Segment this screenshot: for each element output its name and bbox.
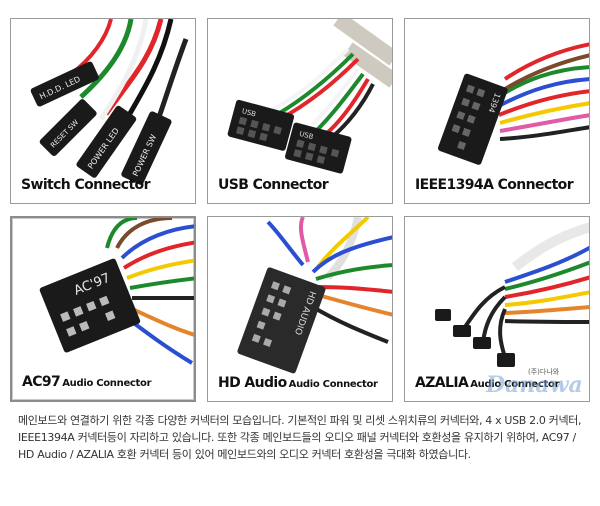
tile-title: AC97 (22, 374, 61, 390)
tile-caption: Switch Connector (21, 174, 150, 193)
tile-title: AZALIA (415, 375, 469, 391)
ac97-connector-photo: AC'97 (39, 218, 194, 365)
usb-connector-photo: USB USB (227, 19, 392, 174)
tile-subtitle: Audio Connector (470, 379, 560, 390)
tile-title: USB Connector (218, 177, 329, 193)
tile-subtitle: Audio Connector (288, 379, 378, 390)
tile-usb-connector: USB USB USB Connector (207, 18, 393, 204)
switch-connector-photo: H.D.D. LED RESET SW POWER LED POWER SW (30, 19, 189, 185)
description-text: 메인보드와 연결하기 위한 각종 다양한 커넥터의 모습입니다. 기본적인 파워… (18, 414, 582, 461)
tile-title: IEEE1394A Connector (415, 177, 574, 193)
tile-subtitle: Audio Connector (62, 378, 152, 389)
tile-title: HD Audio (218, 375, 287, 391)
ieee1394a-connector-photo: 1394 (437, 42, 589, 165)
tile-ieee1394a-connector: 1394 IEEE1394A Connector (404, 18, 590, 204)
usb-label-1: USB (241, 107, 257, 118)
azalia-connector-photo (435, 222, 589, 367)
hd-audio-connector-photo: HD AUDIO (237, 217, 392, 374)
tile-caption: IEEE1394A Connector (415, 174, 574, 193)
tile-title: Switch Connector (21, 177, 150, 193)
watermark-text: (주)다나와 (528, 368, 560, 376)
watermark-logo: Danawa (486, 372, 583, 398)
tile-caption: USB Connector (218, 174, 329, 193)
usb-label-2: USB (298, 130, 314, 141)
tile-switch-connector: H.D.D. LED RESET SW POWER LED POWER SW S… (10, 18, 196, 204)
